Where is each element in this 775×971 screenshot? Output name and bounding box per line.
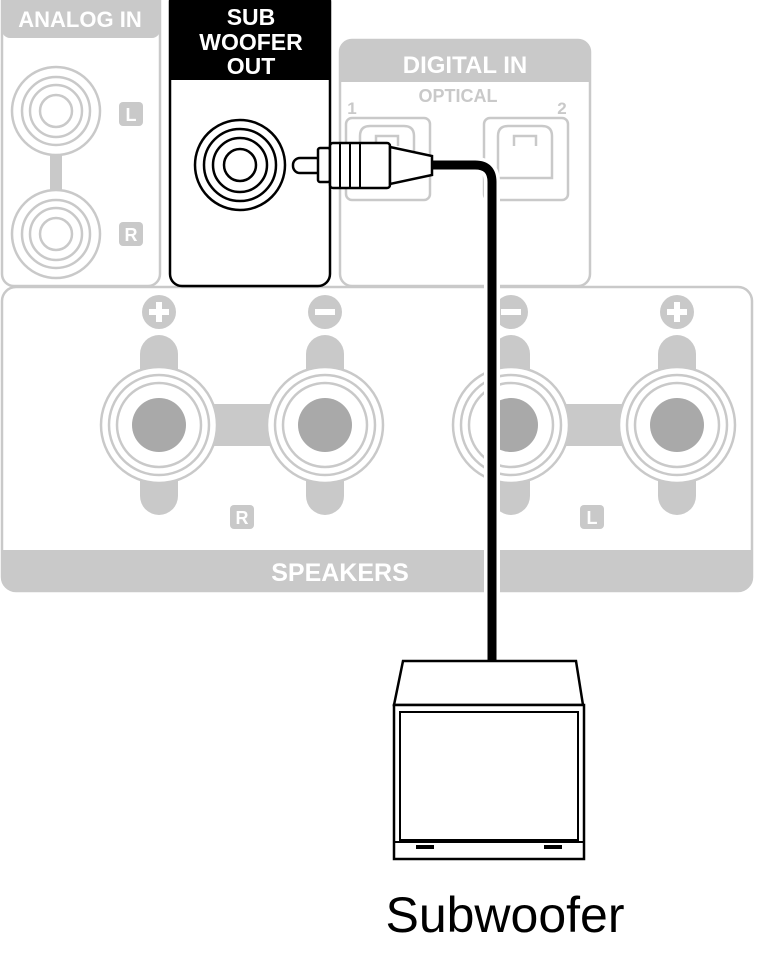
digital-in-label: DIGITAL IN [403, 52, 527, 79]
plus-icon [660, 295, 694, 329]
analog-left-jack[interactable] [10, 65, 102, 157]
analog-left-badge: L [119, 102, 143, 126]
subwoofer-out-jack[interactable] [193, 118, 287, 212]
subwoofer-out-label-line2: WOOFER [199, 29, 303, 55]
analog-right-jack[interactable] [10, 188, 102, 280]
analog-in-label: ANALOG IN [18, 7, 141, 32]
analog-right-badge: R [119, 222, 143, 246]
minus-icon [308, 295, 342, 329]
svg-text:L: L [126, 105, 137, 125]
speaker-left-badge: L [580, 505, 604, 529]
rca-cable [291, 141, 500, 664]
subwoofer-out-label-line1: SUB [227, 4, 276, 30]
subwoofer-out-panel: SUB WOOFER OUT [168, 0, 332, 288]
optical-label: OPTICAL [419, 86, 498, 106]
speaker-left-plus-terminal[interactable] [617, 365, 737, 485]
speaker-right-badge: R [230, 505, 254, 529]
subwoofer-caption: Subwoofer [385, 887, 624, 943]
subwoofer-unit [392, 659, 586, 861]
analog-in-panel: ANALOG IN L R [0, 0, 162, 288]
plus-icon [142, 295, 176, 329]
subwoofer-out-label-line3: OUT [227, 53, 276, 79]
rca-plug [291, 141, 434, 190]
speakers-panel: SPEAKERS [0, 285, 754, 593]
speakers-label: SPEAKERS [271, 559, 409, 587]
minus-icon [494, 295, 528, 329]
optical-port-1-label: 1 [347, 99, 356, 118]
speaker-right-minus-terminal[interactable] [265, 365, 385, 485]
speaker-right-plus-terminal[interactable] [99, 365, 219, 485]
svg-text:R: R [125, 225, 138, 245]
svg-text:L: L [587, 508, 598, 528]
svg-text:R: R [236, 508, 249, 528]
optical-port-2-label: 2 [557, 99, 566, 118]
speaker-left-minus-terminal[interactable] [451, 365, 571, 485]
optical-port-2[interactable] [482, 116, 570, 202]
